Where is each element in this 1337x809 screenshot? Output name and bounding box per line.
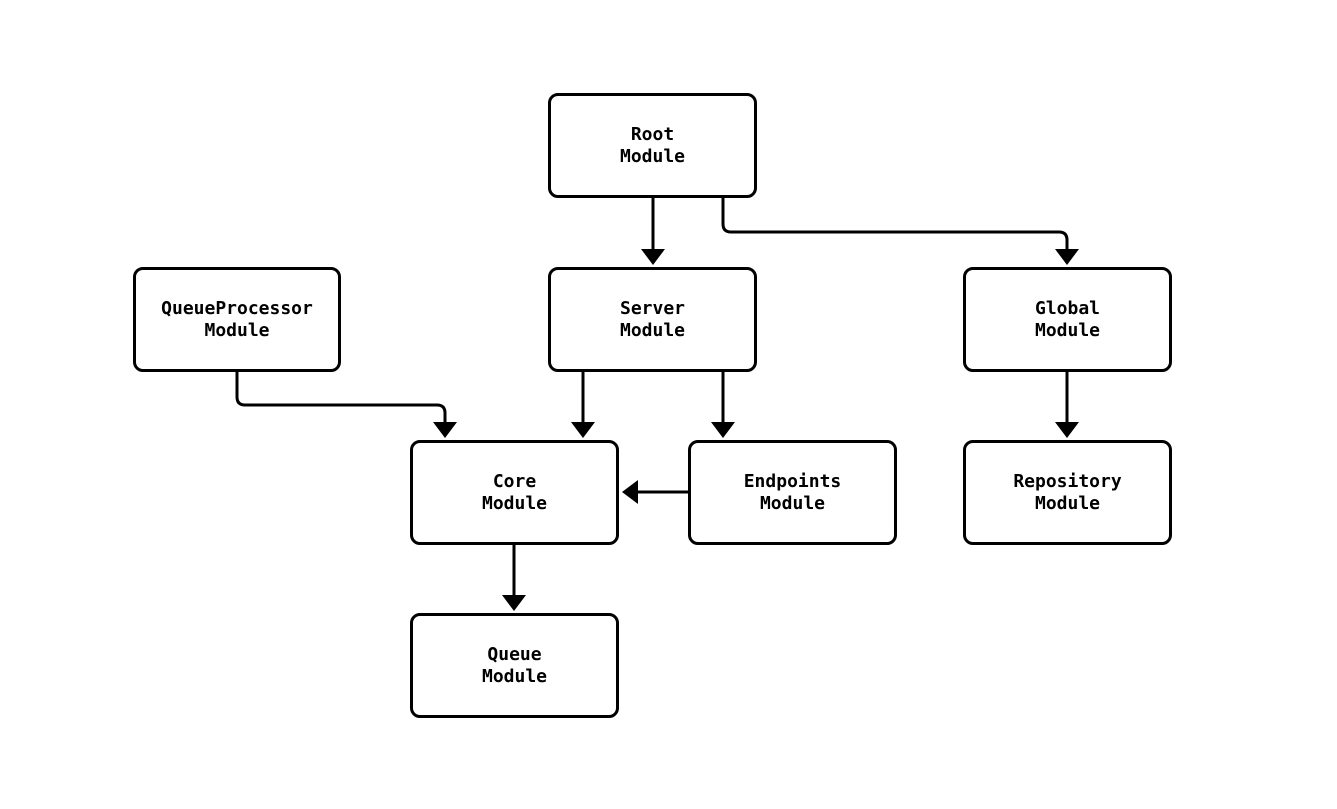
edge-queueprocessor-to-core <box>235 372 457 438</box>
node-endpoints: Endpoints Module <box>688 440 897 545</box>
node-root: Root Module <box>548 93 757 198</box>
node-label-queueprocessor: QueueProcessor Module <box>161 297 313 341</box>
node-label-global: Global Module <box>1034 297 1101 341</box>
node-label-queue: Queue Module <box>481 643 548 687</box>
node-label-root: Root Module <box>619 123 686 167</box>
node-queueprocessor: QueueProcessor Module <box>133 267 341 372</box>
node-label-server: Server Module <box>619 297 686 341</box>
edge-root-to-global <box>721 198 1079 265</box>
node-label-endpoints: Endpoints Module <box>743 470 842 514</box>
node-global: Global Module <box>963 267 1172 372</box>
node-label-repository: Repository Module <box>1013 470 1122 514</box>
node-core: Core Module <box>410 440 619 545</box>
node-label-core: Core Module <box>481 470 548 514</box>
node-repository: Repository Module <box>963 440 1172 545</box>
node-server: Server Module <box>548 267 757 372</box>
node-queue: Queue Module <box>410 613 619 718</box>
